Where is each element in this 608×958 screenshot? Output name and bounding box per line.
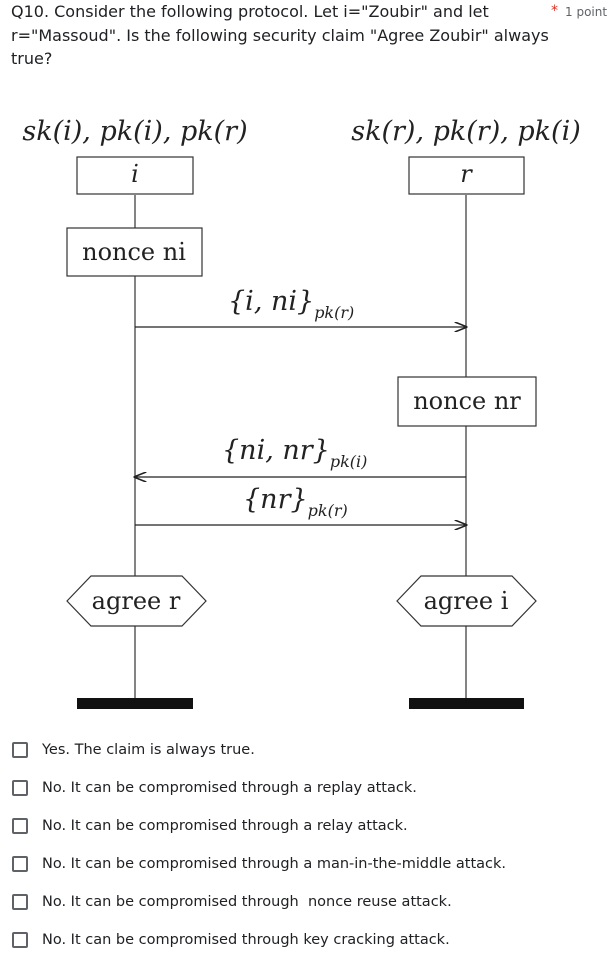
left-claim-hexagon bbox=[66, 575, 207, 627]
right-role-box bbox=[408, 156, 525, 195]
option-6-label: No. It can be compromised through key cr… bbox=[42, 932, 450, 948]
option-1[interactable]: Yes. The claim is always true. bbox=[12, 736, 255, 764]
right-keys-label: sk(r), pk(r), pk(i) bbox=[351, 116, 581, 147]
msg3-label: {nr}pk(r) bbox=[243, 484, 348, 520]
question-text: Q10. Consider the following protocol. Le… bbox=[11, 2, 549, 68]
left-role-label: i bbox=[131, 160, 139, 188]
protocol-diagram: sk(i), pk(i), pk(r) sk(r), pk(r), pk(i) … bbox=[22, 116, 581, 709]
right-claim-label: agree i bbox=[424, 587, 509, 615]
option-2[interactable]: No. It can be compromised through a repl… bbox=[12, 774, 417, 802]
points-label: 1 point bbox=[565, 5, 608, 19]
checkbox-3[interactable] bbox=[12, 818, 28, 834]
checkbox-2[interactable] bbox=[12, 780, 28, 796]
checkbox-4[interactable] bbox=[12, 856, 28, 872]
option-5[interactable]: No. It can be compromised through nonce … bbox=[12, 888, 452, 916]
left-end-bar bbox=[77, 698, 193, 709]
option-6[interactable]: No. It can be compromised through key cr… bbox=[12, 926, 450, 954]
checkbox-1[interactable] bbox=[12, 742, 28, 758]
right-nonce-box bbox=[397, 376, 537, 427]
option-4-label: No. It can be compromised through a man-… bbox=[42, 856, 506, 872]
checkbox-6[interactable] bbox=[12, 932, 28, 948]
option-3[interactable]: No. It can be compromised through a rela… bbox=[12, 812, 408, 840]
option-1-label: Yes. The claim is always true. bbox=[42, 742, 255, 758]
left-nonce-label: nonce ni bbox=[82, 238, 186, 266]
option-4[interactable]: No. It can be compromised through a man-… bbox=[12, 850, 506, 878]
left-claim-label: agree r bbox=[92, 587, 181, 615]
right-claim-hexagon bbox=[396, 575, 537, 627]
option-3-label: No. It can be compromised through a rela… bbox=[42, 818, 408, 834]
right-end-bar bbox=[409, 698, 524, 709]
right-nonce-label: nonce nr bbox=[413, 387, 521, 415]
required-marker: * bbox=[551, 3, 558, 19]
left-keys-label: sk(i), pk(i), pk(r) bbox=[22, 116, 247, 147]
option-2-label: No. It can be compromised through a repl… bbox=[42, 780, 417, 796]
msg1-label: {i, ni}pk(r) bbox=[228, 286, 354, 322]
left-nonce-box bbox=[66, 227, 203, 277]
msg2-label: {ni, nr}pk(i) bbox=[222, 435, 367, 471]
checkbox-5[interactable] bbox=[12, 894, 28, 910]
right-role-label: r bbox=[460, 160, 473, 188]
left-role-box bbox=[76, 156, 194, 195]
option-5-label: No. It can be compromised through nonce … bbox=[42, 894, 452, 910]
